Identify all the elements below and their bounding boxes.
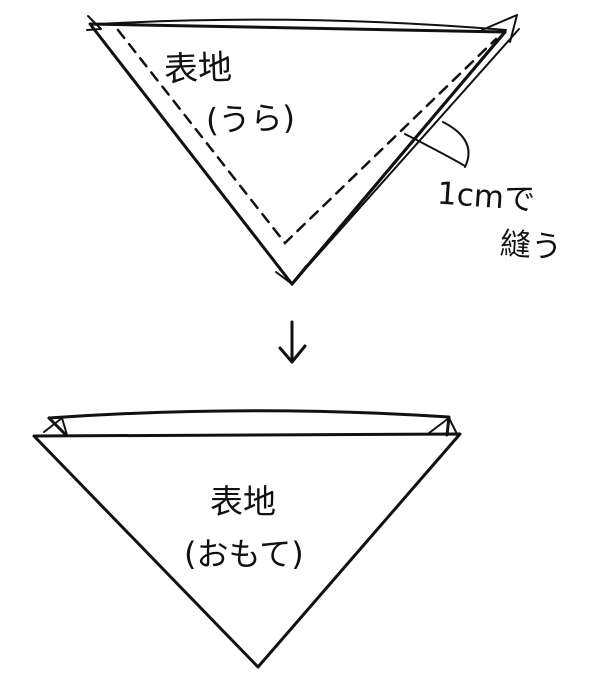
top-fold-lip — [97, 18, 507, 31]
top-folded-triangle — [86, 14, 520, 286]
top-left-corner — [86, 15, 102, 31]
bottom-fabric-label: 表地 — [210, 482, 276, 521]
bottom-top-pocket — [47, 409, 451, 437]
sew-label: 縫う — [498, 225, 564, 267]
bottom-right-flap — [428, 417, 458, 435]
top-fabric-label: 表地 — [163, 47, 233, 91]
seam-allowance-label: 1cmで — [435, 175, 537, 219]
down-arrow-icon — [278, 320, 307, 364]
bottom-left-flap — [43, 417, 68, 436]
top-right-corner — [481, 14, 518, 43]
top-stitch-line — [116, 28, 498, 245]
top-right-fold-edge-1 — [290, 30, 507, 286]
bottom-triangle-outline — [32, 432, 462, 669]
top-bottom-fold-corner — [275, 265, 307, 285]
bottom-side-label: (おもて) — [184, 535, 304, 573]
top-side-label: (うら) — [205, 98, 296, 140]
measurement-arc — [442, 121, 470, 168]
bottom-open-triangle — [32, 409, 462, 669]
top-right-fold-edge-2 — [299, 28, 520, 276]
measurement-angle-mark — [404, 133, 466, 167]
